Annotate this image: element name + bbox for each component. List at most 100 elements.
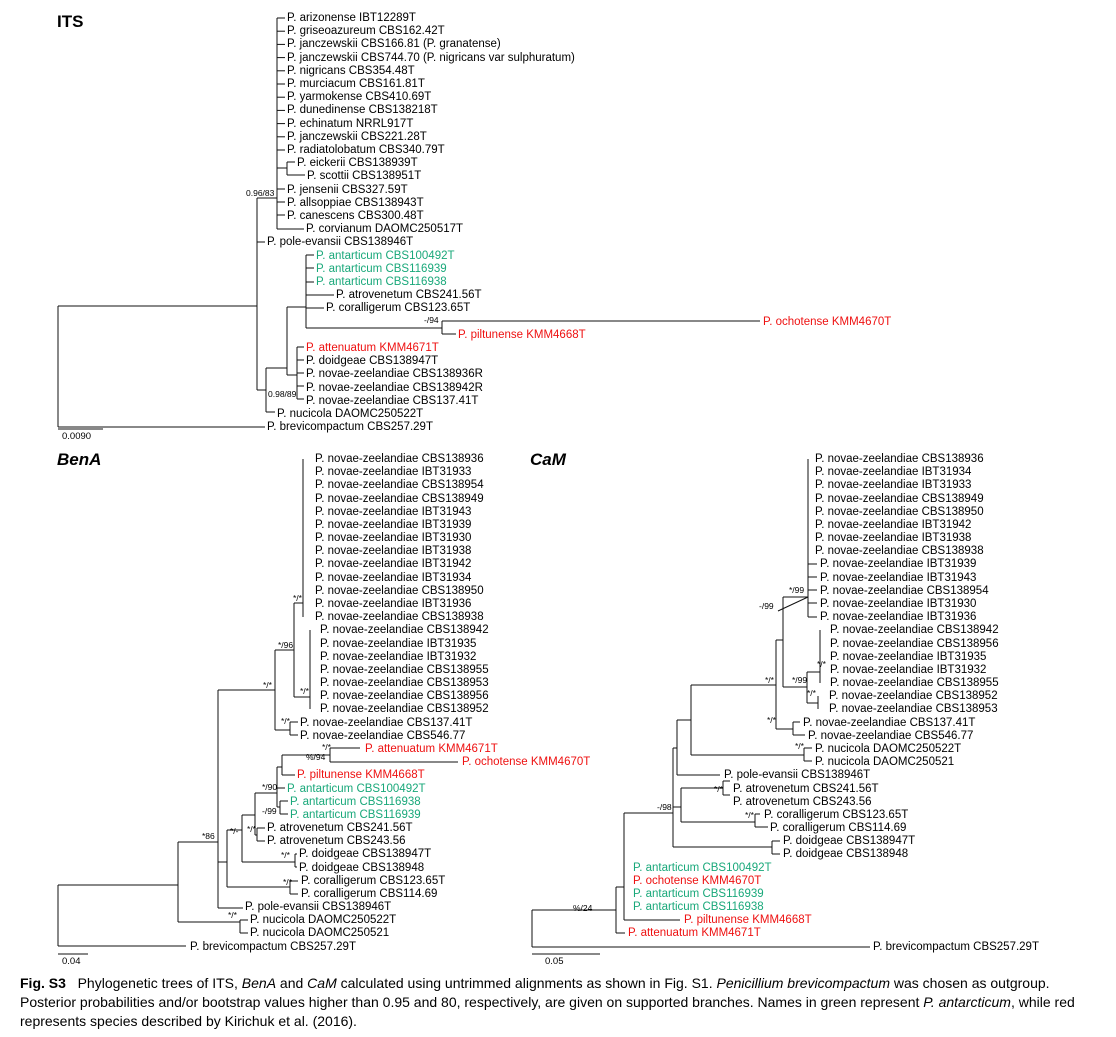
bena-support-value: */*: [281, 716, 290, 726]
cam-leaf-label: P. novae-zeelandiae CBS546.77: [808, 729, 974, 742]
cam-scale-label: 0.05: [545, 956, 564, 967]
figure-caption: Fig. S3 Phylogenetic trees of ITS, BenA …: [20, 974, 1100, 1031]
cam-tree-title: CaM: [530, 450, 566, 469]
cam-leaf-label: P. piltunense KMM4668T: [684, 914, 812, 927]
its-leaf-label: P. novae-zeelandiae CBS138936R: [306, 368, 483, 381]
its-leaf-label: P. allsoppiae CBS138943T: [287, 196, 424, 209]
bena-leaf-label: P. antarticum CBS116939: [290, 808, 421, 821]
cam-support-value: */99: [792, 675, 808, 685]
cam-support-value: */*: [765, 675, 774, 685]
caption-italic: P. antarcticum: [923, 994, 1011, 1010]
cam-leaf-label: P. doidgeae CBS138947T: [783, 835, 916, 848]
bena-support-value: */*: [263, 680, 272, 690]
its-leaf-label: P. coralligerum CBS123.65T: [326, 302, 471, 315]
bena-leaf-label: P. coralligerum CBS123.65T: [301, 874, 446, 887]
its-leaf-label: P. antarticum CBS116938: [316, 276, 447, 288]
cam-leaf-label: P. novae-zeelandiae CBS138954: [820, 584, 989, 597]
its-leaf-label: P. doidgeae CBS138947T: [306, 355, 439, 368]
bena-leaf-label: P. novae-zeelandiae IBT31933: [315, 466, 472, 479]
its-leaf-label: P. echinatum NRRL917T: [287, 117, 414, 130]
cam-support-value: */*: [714, 784, 723, 794]
bena-leaf-label: P. novae-zeelandiae IBT31935: [320, 637, 477, 650]
bena-leaf-label: P. nucicola DAOMC250522T: [250, 914, 397, 927]
bena-support-value: -/99: [262, 806, 277, 816]
cam-support-value: */*: [745, 810, 754, 820]
its-support-value: 0.98/89: [268, 389, 297, 399]
bena-leaf-label: P. novae-zeelandiae CBS138950: [315, 584, 484, 597]
caption-fig-number: Fig. S3: [20, 975, 66, 991]
cam-leaf-label: P. ochotense KMM4670T: [633, 874, 762, 887]
its-leaf-label: P. brevicompactum CBS257.29T: [267, 421, 433, 434]
cam-leaf-label: P. novae-zeelandiae CBS137.41T: [803, 716, 976, 729]
bena-leaf-label: P. coralligerum CBS114.69: [301, 887, 438, 900]
bena-support-value: */*: [247, 824, 256, 834]
its-leaf-label: P. pole-evansii CBS138946T: [267, 236, 414, 249]
bena-leaf-label: P. novae-zeelandiae IBT31936: [315, 597, 472, 610]
cam-leaf-label: P. doidgeae CBS138948: [783, 848, 909, 861]
cam-leaf-label: P. novae-zeelandiae IBT31932: [830, 663, 987, 676]
its-leaf-label: P. janczewskii CBS744.70 (P. nigricans v…: [287, 51, 575, 64]
caption-text: was chosen as outgroup. Posterior probab…: [20, 975, 1050, 1010]
its-support-value: 0.96/83: [246, 188, 275, 198]
cam-leaf-label: P. antarticum CBS116938: [633, 901, 764, 914]
its-leaf-label: P. radiatolobatum CBS340.79T: [287, 144, 445, 156]
cam-leaf-label: P. coralligerum CBS123.65T: [764, 808, 909, 821]
bena-support-value: */90: [262, 782, 278, 792]
bena-leaf-label: P. nucicola DAOMC250521: [250, 927, 390, 940]
its-leaf-label: P. novae-zeelandiae CBS137.41T: [306, 394, 479, 407]
cam-leaf-label: P. novae-zeelandiae IBT31930: [820, 597, 977, 610]
cam-leaf-label: P. novae-zeelandiae CBS138949: [815, 492, 984, 505]
bena-leaf-label: P. atrovenetum CBS243.56: [267, 835, 406, 848]
cam-support-value: */*: [767, 715, 776, 725]
phylogenetic-trees: [57, 17, 870, 955]
bena-leaf-label: P. novae-zeelandiae CBS138938: [315, 611, 484, 624]
bena-scale-label: 0.04: [62, 956, 81, 967]
its-leaf-label: P. piltunense KMM4668T: [458, 328, 586, 341]
its-leaf-label: P. murciacum CBS161.81T: [287, 78, 425, 90]
its-leaf-label: P. yarmokense CBS410.69T: [287, 91, 432, 104]
its-leaf-label: P. canescens CBS300.48T: [287, 210, 424, 222]
its-leaf-label: P. scottii CBS138951T: [307, 170, 422, 183]
cam-leaf-label: P. coralligerum CBS114.69: [770, 822, 907, 835]
caption-italic: CaM: [307, 975, 337, 991]
its-leaf-label: P. dunedinense CBS138218T: [287, 104, 438, 117]
cam-leaf-label: P. atrovenetum CBS241.56T: [733, 782, 879, 795]
bena-leaf-label: P. attenuatum KMM4671T: [365, 742, 498, 755]
cam-leaf-label: P. novae-zeelandiae CBS138938: [815, 545, 984, 558]
its-leaf-label: P. antarticum CBS100492T: [316, 249, 455, 262]
cam-support-value: -/99: [759, 601, 774, 611]
caption-text: , while red represents species described…: [20, 994, 1075, 1029]
bena-leaf-label: P. novae-zeelandiae IBT31932: [320, 650, 477, 663]
its-leaf-label: P. jensenii CBS327.59T: [287, 183, 408, 196]
bena-leaf-label: P. pole-evansii CBS138946T: [245, 901, 392, 914]
its-leaf-label: P. novae-zeelandiae CBS138942R: [306, 381, 483, 394]
bena-leaf-label: P. antarticum CBS100492T: [287, 782, 426, 795]
cam-leaf-label: P. pole-evansii CBS138946T: [724, 769, 871, 782]
its-leaf-label: P. antarticum CBS116939: [316, 262, 447, 275]
bena-leaf-label: P. novae-zeelandiae IBT31942: [315, 558, 472, 571]
bena-leaf-label: P. novae-zeelandiae CBS138949: [315, 492, 484, 505]
bena-leaf-label: P. ochotense KMM4670T: [462, 756, 591, 769]
caption-text: and: [276, 975, 308, 991]
bena-support-value: */*: [283, 877, 292, 887]
bena-leaf-label: P. novae-zeelandiae CBS138955: [320, 663, 489, 676]
bena-tree-title: BenA: [57, 450, 102, 469]
cam-leaf-label: P. novae-zeelandiae CBS138950: [815, 505, 984, 518]
bena-support-value: */*: [300, 686, 309, 696]
bena-support-value: */*: [293, 593, 302, 603]
its-leaf-label: P. griseoazureum CBS162.42T: [287, 25, 445, 38]
bena-leaf-label: P. novae-zeelandiae CBS137.41T: [300, 716, 473, 729]
cam-leaf-label: P. novae-zeelandiae CBS138955: [830, 677, 999, 690]
caption-italic: Penicillium brevicompactum: [716, 975, 890, 991]
bena-leaf-label: P. brevicompactum CBS257.29T: [190, 940, 356, 953]
cam-leaf-label: P. novae-zeelandiae CBS138952: [829, 690, 998, 703]
its-leaf-label: P. attenuatum KMM4671T: [306, 342, 439, 354]
bena-leaf-label: P. novae-zeelandiae CBS138942: [320, 624, 489, 637]
cam-leaf-label: P. novae-zeelandiae IBT31934: [815, 466, 972, 479]
its-leaf-label: P. nigricans CBS354.48T: [287, 64, 415, 77]
caption-text: Phylogenetic trees of ITS,: [77, 975, 242, 991]
tree-branch: [777, 596, 809, 612]
bena-leaf-label: P. novae-zeelandiae CBS138954: [315, 479, 484, 492]
bena-support-value: */*: [281, 850, 290, 860]
bena-leaf-label: P. atrovenetum CBS241.56T: [267, 822, 413, 835]
